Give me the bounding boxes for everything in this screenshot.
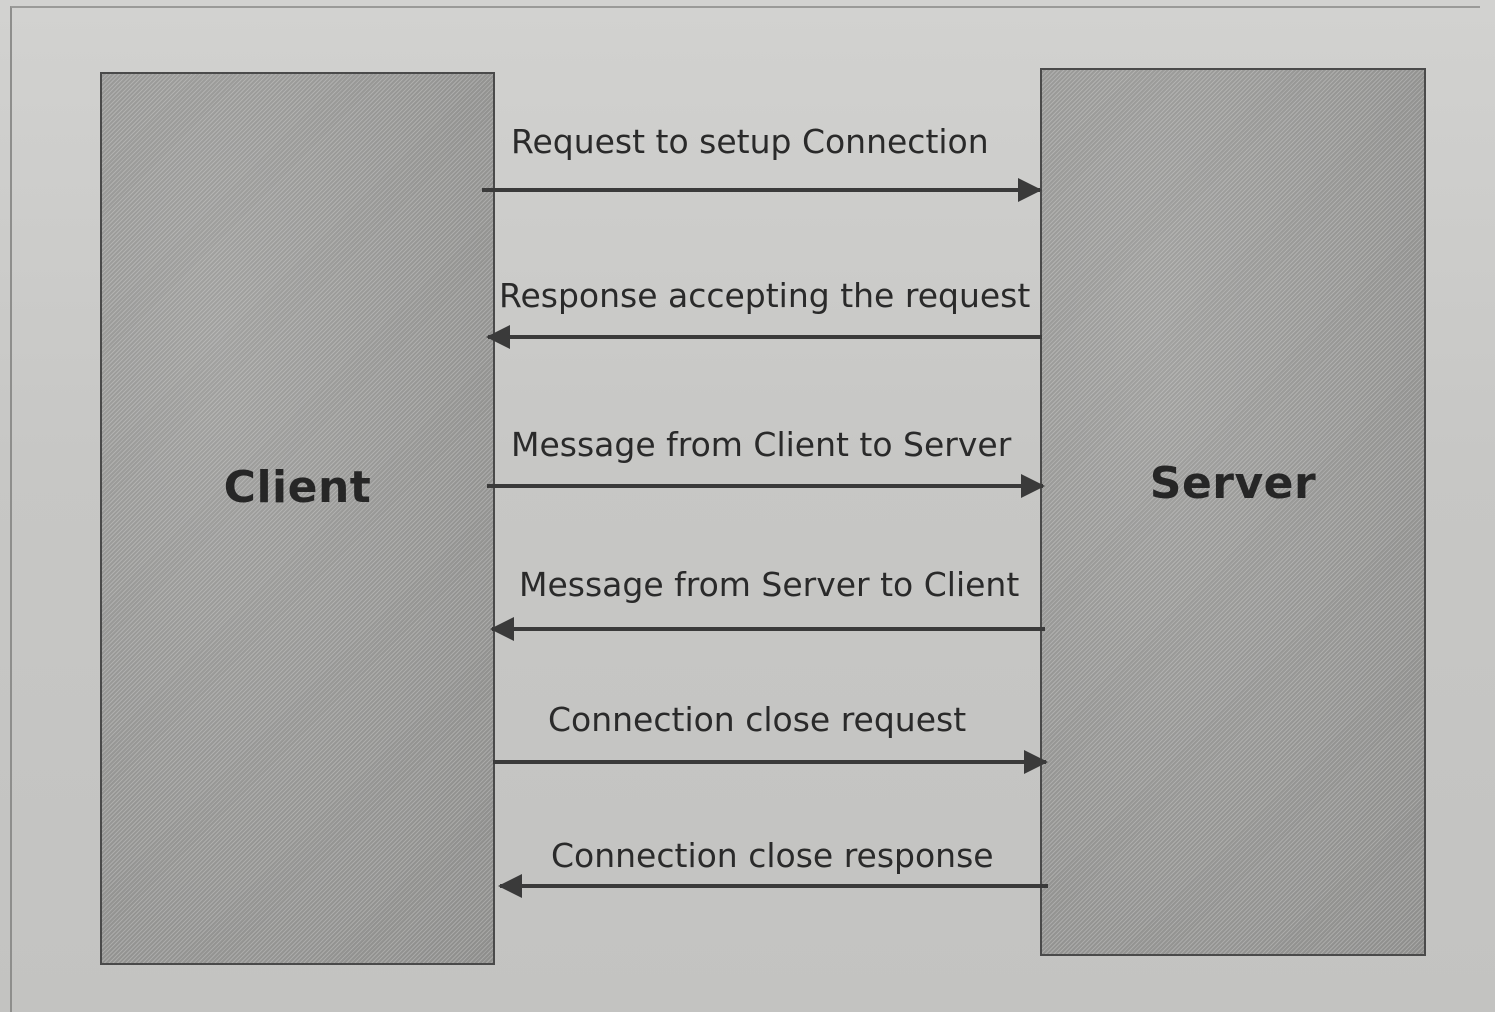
server-box: Server bbox=[1040, 68, 1426, 956]
client-box: Client bbox=[100, 72, 495, 965]
message-label-close-request: Connection close request bbox=[548, 700, 967, 739]
message-label-setup-request: Request to setup Connection bbox=[511, 122, 989, 161]
page-frame bbox=[10, 6, 1480, 1012]
message-label-close-response: Connection close response bbox=[551, 836, 994, 875]
server-label: Server bbox=[1149, 458, 1317, 509]
message-label-server-to-client: Message from Server to Client bbox=[519, 565, 1020, 604]
client-label: Client bbox=[223, 462, 372, 513]
message-label-client-to-server: Message from Client to Server bbox=[511, 425, 1012, 464]
message-label-accept-response: Response accepting the request bbox=[499, 276, 1031, 315]
